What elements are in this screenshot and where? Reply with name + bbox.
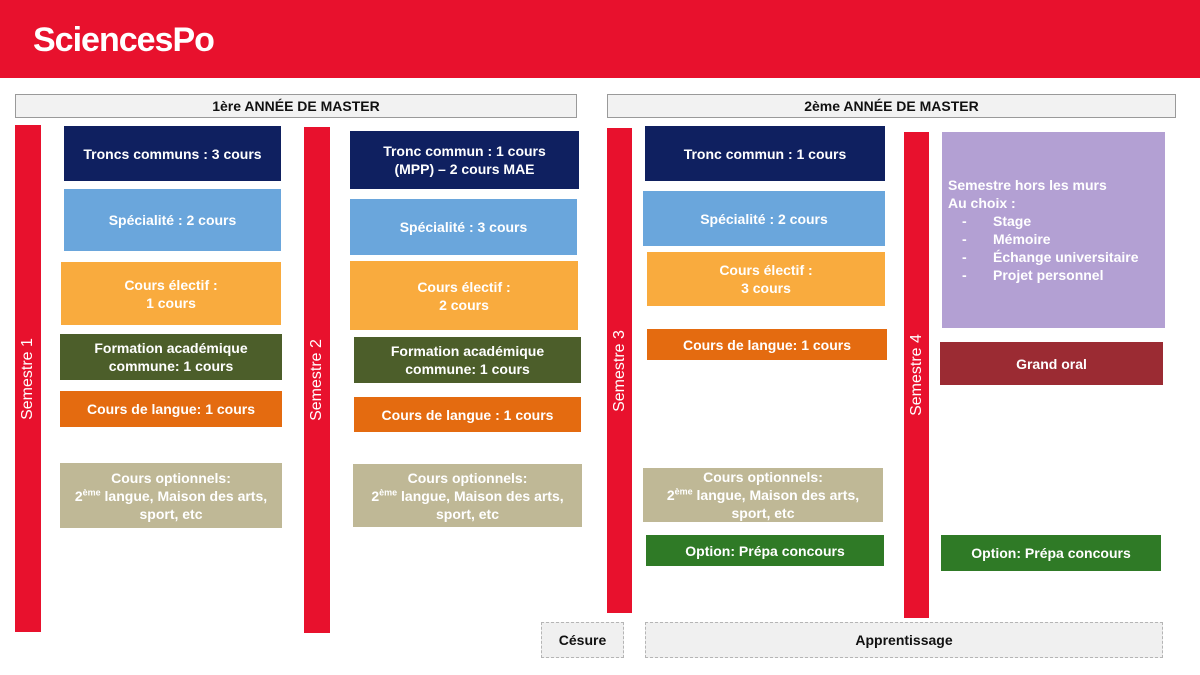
s3-langue-text: Cours de langue: 1 cours [682, 336, 852, 353]
s1-optionnels-line1: Cours optionnels: [111, 469, 231, 486]
s4-grand-oral-text: Grand oral [1016, 355, 1087, 372]
s1-optionnels-line3: sport, etc [139, 505, 203, 522]
apprentissage-box: Apprentissage [645, 622, 1163, 658]
sciencespo-logo: SciencesPo [33, 21, 215, 59]
s2-formation-box: Formation académique commune: 1 cours [354, 337, 581, 383]
semester-3-label: Semestre 3 [610, 329, 628, 412]
s2-optionnels-line2: 2ème langue, Maison des arts, [371, 486, 564, 504]
s3-tronc-commun-box: Tronc commun : 1 cours [645, 126, 885, 181]
s1-electif-box: Cours électif : 1 cours [61, 262, 281, 325]
s4-choice-item: -Mémoire [962, 231, 1051, 247]
s1-tronc-commun-box: Troncs communs : 3 cours [64, 126, 281, 181]
s2-tronc-commun-box: Tronc commun : 1 cours (MPP) – 2 cours M… [350, 131, 579, 189]
s1-langue-text: Cours de langue: 1 cours [86, 401, 256, 417]
semester-4-label: Semestre 4 [907, 334, 925, 416]
s2-electif-box: Cours électif : 2 cours [350, 261, 578, 330]
s3-optionnels-box: Cours optionnels: 2ème langue, Maison de… [643, 468, 883, 522]
s4-hors-les-murs-sub: Au choix : [948, 195, 1016, 211]
s3-electif-box: Cours électif : 3 cours [647, 252, 885, 306]
semester-2-label: Semestre 2 [308, 339, 325, 421]
s1-electif-line1: Cours électif : [124, 276, 218, 293]
s1-formation-box: Formation académique commune: 1 cours [60, 334, 282, 380]
s3-specialite-box: Spécialité : 2 cours [643, 191, 885, 246]
s3-langue-box: Cours de langue: 1 cours [647, 329, 887, 360]
s2-tronc-commun-line2: (MPP) – 2 cours MAE [394, 161, 535, 177]
s1-langue-box: Cours de langue: 1 cours [60, 391, 282, 427]
s3-electif-line2: 3 cours [741, 280, 791, 296]
s4-choice-item: -Projet personnel [962, 267, 1104, 283]
header-bar: SciencesPo [0, 0, 1200, 78]
s4-choice-item: -Stage [962, 213, 1032, 229]
s3-specialite-text: Spécialité : 2 cours [700, 210, 828, 227]
s2-electif-line1: Cours électif : [417, 278, 511, 295]
s1-optionnels-box: Cours optionnels: 2ème langue, Maison de… [60, 463, 282, 528]
s4-choices-list: -Stage -Mémoire -Échange universitaire -… [948, 212, 1139, 284]
s1-tronc-commun-text: Troncs communs : 3 cours [83, 145, 262, 162]
s2-electif-line2: 2 cours [439, 296, 489, 313]
s2-optionnels-line1: Cours optionnels: [407, 469, 528, 486]
cesure-box: Césure [541, 622, 624, 658]
s2-optionnels-box: Cours optionnels: 2ème langue, Maison de… [353, 464, 582, 527]
year1-heading: 1ère ANNÉE DE MASTER [15, 94, 577, 118]
s3-optionnels-line2: 2ème langue, Maison des arts, [666, 486, 860, 503]
s2-formation-line2: commune: 1 cours [405, 361, 530, 377]
s2-optionnels-line3: sport, etc [435, 505, 499, 522]
s1-formation-line2: commune: 1 cours [108, 358, 234, 374]
s3-optionnels-line1: Cours optionnels: [703, 469, 823, 485]
semester-4-bar: Semestre 4 [904, 132, 929, 618]
semester-1-bar: Semestre 1 [15, 125, 41, 632]
s1-specialite-box: Spécialité : 2 cours [64, 189, 281, 251]
s4-choice-item: -Échange universitaire [962, 249, 1139, 265]
s4-grand-oral-box: Grand oral [940, 342, 1163, 385]
s3-prepa-concours-text: Option: Prépa concours [685, 542, 845, 559]
s3-optionnels-line3: sport, etc [731, 505, 795, 521]
s2-formation-line1: Formation académique [390, 343, 545, 359]
semester-3-bar: Semestre 3 [607, 128, 632, 613]
s3-prepa-concours-box: Option: Prépa concours [646, 535, 884, 566]
s2-langue-box: Cours de langue : 1 cours [354, 397, 581, 432]
s3-tronc-commun-text: Tronc commun : 1 cours [683, 145, 847, 162]
s4-prepa-concours-text: Option: Prépa concours [971, 545, 1131, 561]
s2-tronc-commun-line1: Tronc commun : 1 cours [383, 143, 546, 159]
s4-hors-les-murs-title: Semestre hors les murs [948, 177, 1107, 193]
s2-specialite-box: Spécialité : 3 cours [350, 199, 577, 255]
s2-langue-text: Cours de langue : 1 cours [381, 406, 554, 423]
s1-optionnels-line2: 2ème langue, Maison des arts, [74, 486, 268, 504]
s1-specialite-text: Spécialité : 2 cours [108, 212, 237, 228]
s4-prepa-concours-box: Option: Prépa concours [941, 535, 1161, 571]
semester-2-bar: Semestre 2 [304, 127, 330, 633]
year2-heading: 2ème ANNÉE DE MASTER [607, 94, 1176, 118]
s1-electif-line2: 1 cours [146, 294, 196, 311]
s2-specialite-text: Spécialité : 3 cours [399, 219, 528, 235]
s1-formation-line1: Formation académique [94, 340, 248, 356]
s3-electif-line1: Cours électif : [719, 262, 813, 278]
semester-1-label: Semestre 1 [19, 337, 36, 420]
s4-hors-les-murs-box: Semestre hors les murs Au choix : -Stage… [942, 132, 1165, 328]
